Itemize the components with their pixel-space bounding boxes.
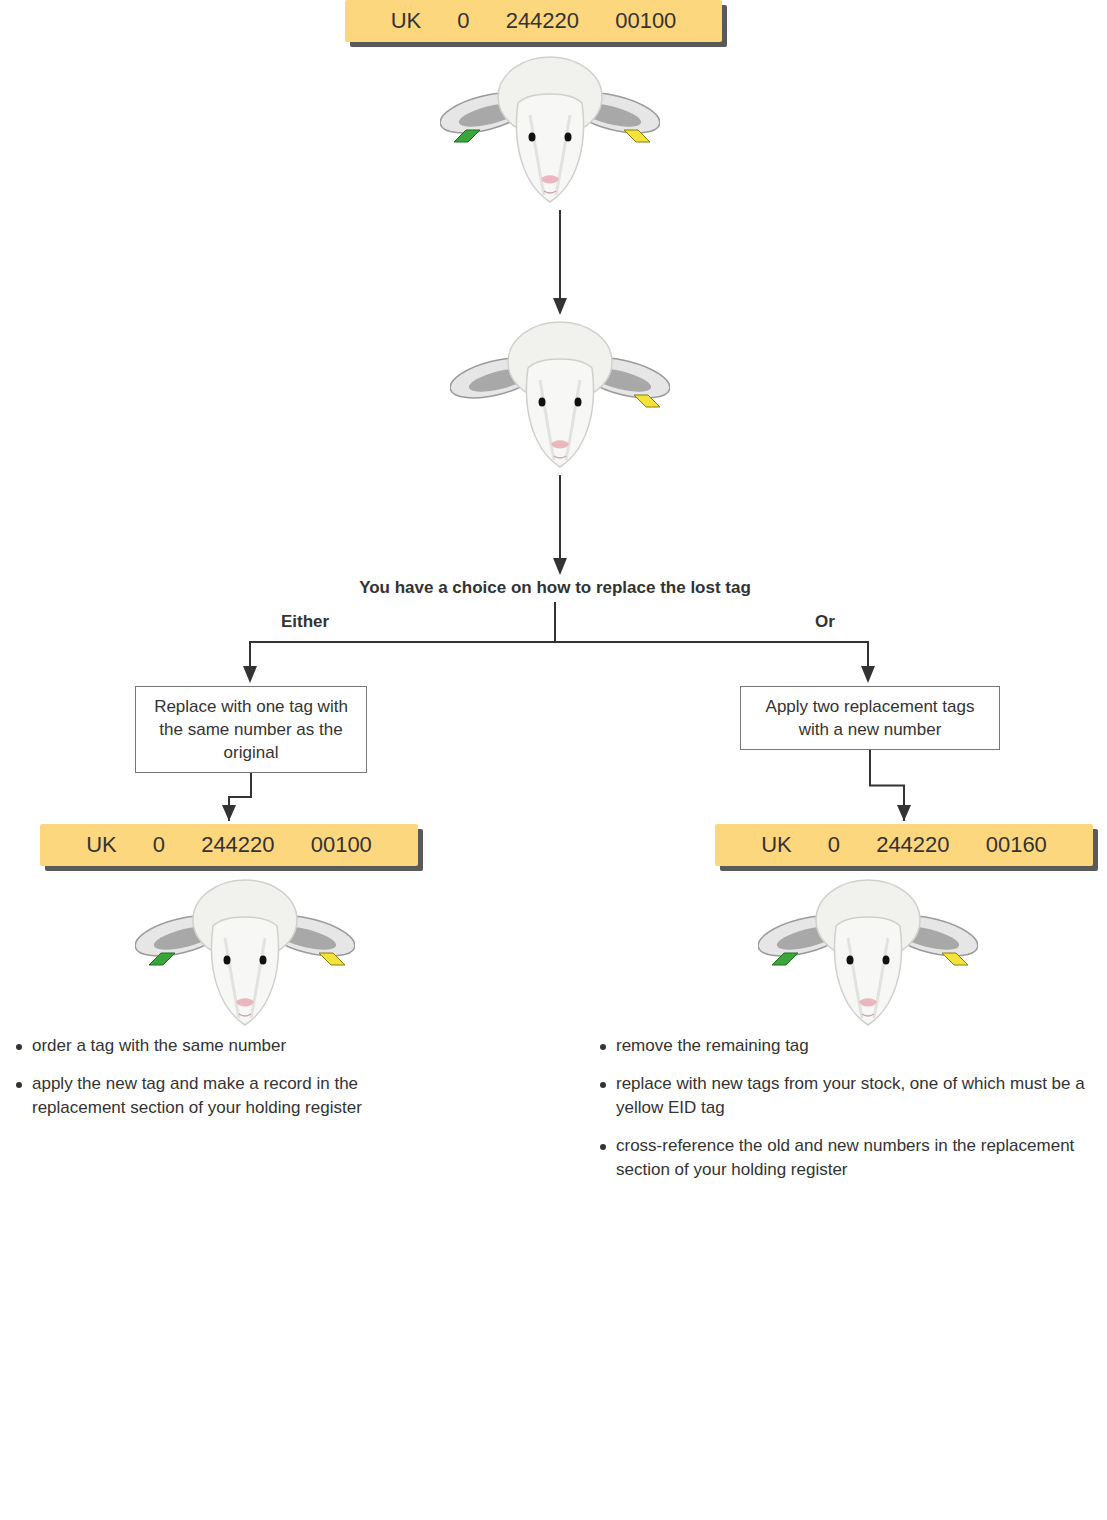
number-box: UK 0 244220 00100: [345, 0, 722, 42]
box-text: Apply two replacement tags with a new nu…: [751, 695, 989, 741]
bullet-note: order a tag with the same number: [14, 1034, 452, 1058]
box-text: UK 0 244220 00160: [739, 832, 1069, 858]
option-box: Replace with one tag with the same numbe…: [135, 686, 367, 773]
note-text: apply the new tag and make a record in t…: [32, 1074, 362, 1117]
connector-arrow: [222, 773, 251, 821]
number-box: UK 0 244220 00160: [715, 824, 1093, 866]
connector-arrow: [870, 750, 911, 821]
box-text: UK 0 244220 00100: [369, 8, 698, 34]
box-text: Replace with one tag with the same numbe…: [146, 695, 356, 764]
bullet-dot: [600, 1082, 606, 1088]
note-text: order a tag with the same number: [32, 1036, 286, 1055]
number-box: UK 0 244220 00100: [40, 824, 418, 866]
bullet-note: apply the new tag and make a record in t…: [14, 1072, 452, 1120]
note-text: remove the remaining tag: [616, 1036, 809, 1055]
bullet-note: cross-reference the old and new numbers …: [598, 1134, 1107, 1182]
bullet-note: replace with new tags from your stock, o…: [598, 1072, 1107, 1120]
bullet-dot: [600, 1044, 606, 1050]
bullet-note: remove the remaining tag: [598, 1034, 1107, 1058]
branch-label: Either: [265, 610, 345, 634]
question-text: You have a choice on how to replace the …: [255, 576, 855, 600]
note-text: replace with new tags from your stock, o…: [616, 1074, 1085, 1117]
bullet-dot: [16, 1082, 22, 1088]
note-text: cross-reference the old and new numbers …: [616, 1136, 1074, 1179]
bullet-dot: [600, 1144, 606, 1150]
option-box: Apply two replacement tags with a new nu…: [740, 686, 1000, 750]
bullet-dot: [16, 1044, 22, 1050]
box-text: UK 0 244220 00100: [64, 832, 394, 858]
branch-label: Or: [795, 610, 855, 634]
